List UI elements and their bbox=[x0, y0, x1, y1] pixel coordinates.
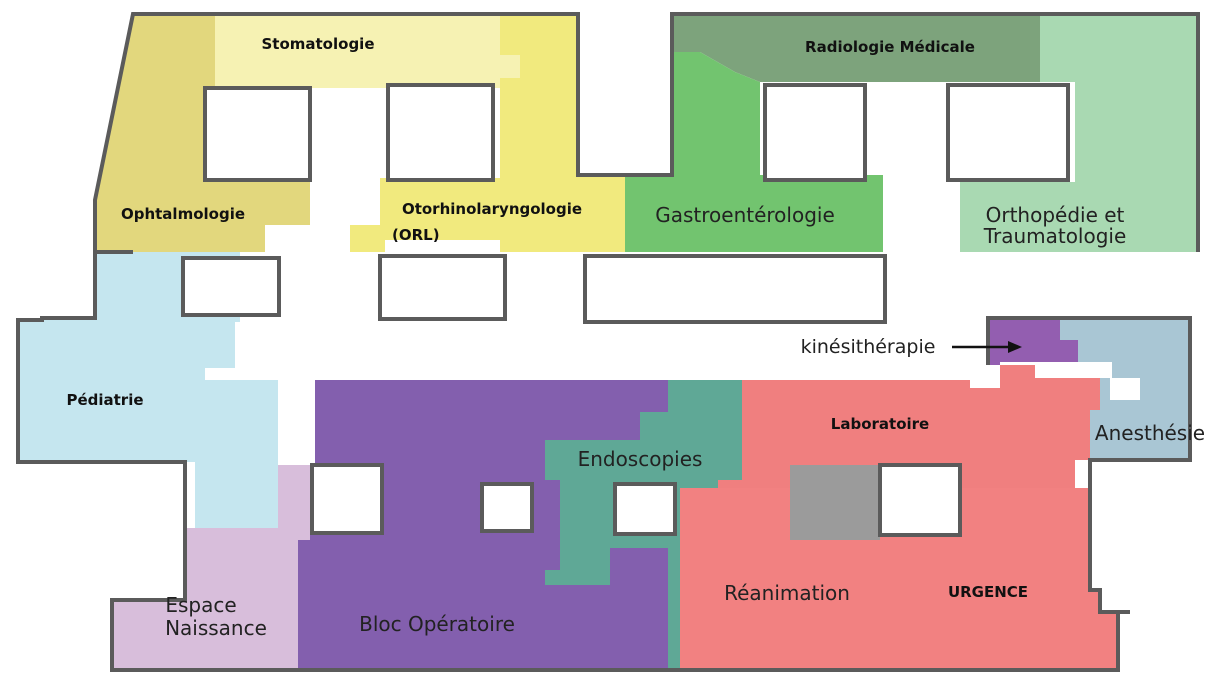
zone-gastroenterologie[interactable] bbox=[625, 52, 883, 252]
label-urgence: URGENCE bbox=[948, 583, 1028, 601]
zone-espace-naissance[interactable] bbox=[112, 465, 310, 670]
courtyard-8 bbox=[310, 463, 384, 535]
zone-anesthesie[interactable] bbox=[1060, 318, 1190, 458]
label-stomatologie: Stomatologie bbox=[261, 35, 374, 53]
courtyard-5 bbox=[181, 256, 281, 317]
zone-laboratoire[interactable] bbox=[718, 365, 1100, 488]
label-orl-line2: (ORL) bbox=[392, 226, 440, 244]
kine-arrow-head bbox=[1008, 341, 1022, 353]
courtyard-7 bbox=[583, 254, 887, 324]
label-radiologie: Radiologie Médicale bbox=[805, 38, 975, 56]
courtyard-11 bbox=[878, 463, 962, 537]
label-kinesitherapie: kinésithérapie bbox=[801, 336, 936, 358]
courtyard-9 bbox=[480, 482, 534, 533]
wall-upper-left-wing bbox=[93, 12, 1200, 252]
label-orthopedie-line1: Orthopédie et bbox=[986, 203, 1125, 227]
wall-lower-wing bbox=[16, 250, 1192, 672]
zone-orthopedie[interactable] bbox=[960, 14, 1198, 252]
courtyard-1 bbox=[203, 86, 312, 182]
zone-stomatologie[interactable] bbox=[215, 14, 520, 88]
label-anesthesie: Anesthésie bbox=[1095, 421, 1205, 445]
courtyard-2 bbox=[386, 83, 495, 182]
label-orthopedie-line2: Traumatologie bbox=[983, 224, 1127, 248]
courtyard-6 bbox=[378, 254, 507, 321]
zone-ophtalmologie[interactable] bbox=[95, 14, 310, 252]
zone-reanimation[interactable] bbox=[680, 488, 880, 670]
label-pediatrie: Pédiatrie bbox=[66, 391, 143, 409]
zone-radiologie[interactable] bbox=[672, 14, 1040, 82]
courtyard-4 bbox=[946, 83, 1070, 182]
courtyard-3 bbox=[763, 83, 867, 182]
label-espace-line2: Naissance bbox=[165, 616, 267, 640]
label-gastroenterologie: Gastroentérologie bbox=[655, 203, 835, 227]
zone-kinesitherapie[interactable] bbox=[988, 318, 1078, 365]
label-bloc-operatoire: Bloc Opératoire bbox=[359, 612, 515, 636]
label-orl-line1: Otorhinolaryngologie bbox=[402, 200, 582, 218]
label-espace-line1: Espace bbox=[165, 593, 236, 617]
label-reanimation: Réanimation bbox=[724, 581, 850, 605]
label-endoscopies: Endoscopies bbox=[578, 447, 703, 471]
zone-pediatrie[interactable] bbox=[18, 252, 278, 528]
zone-grey-block bbox=[790, 465, 880, 540]
label-laboratoire: Laboratoire bbox=[831, 415, 929, 433]
courtyard-10 bbox=[613, 482, 677, 536]
zone-orl[interactable] bbox=[350, 14, 625, 252]
label-ophtalmologie: Ophtalmologie bbox=[121, 205, 245, 223]
